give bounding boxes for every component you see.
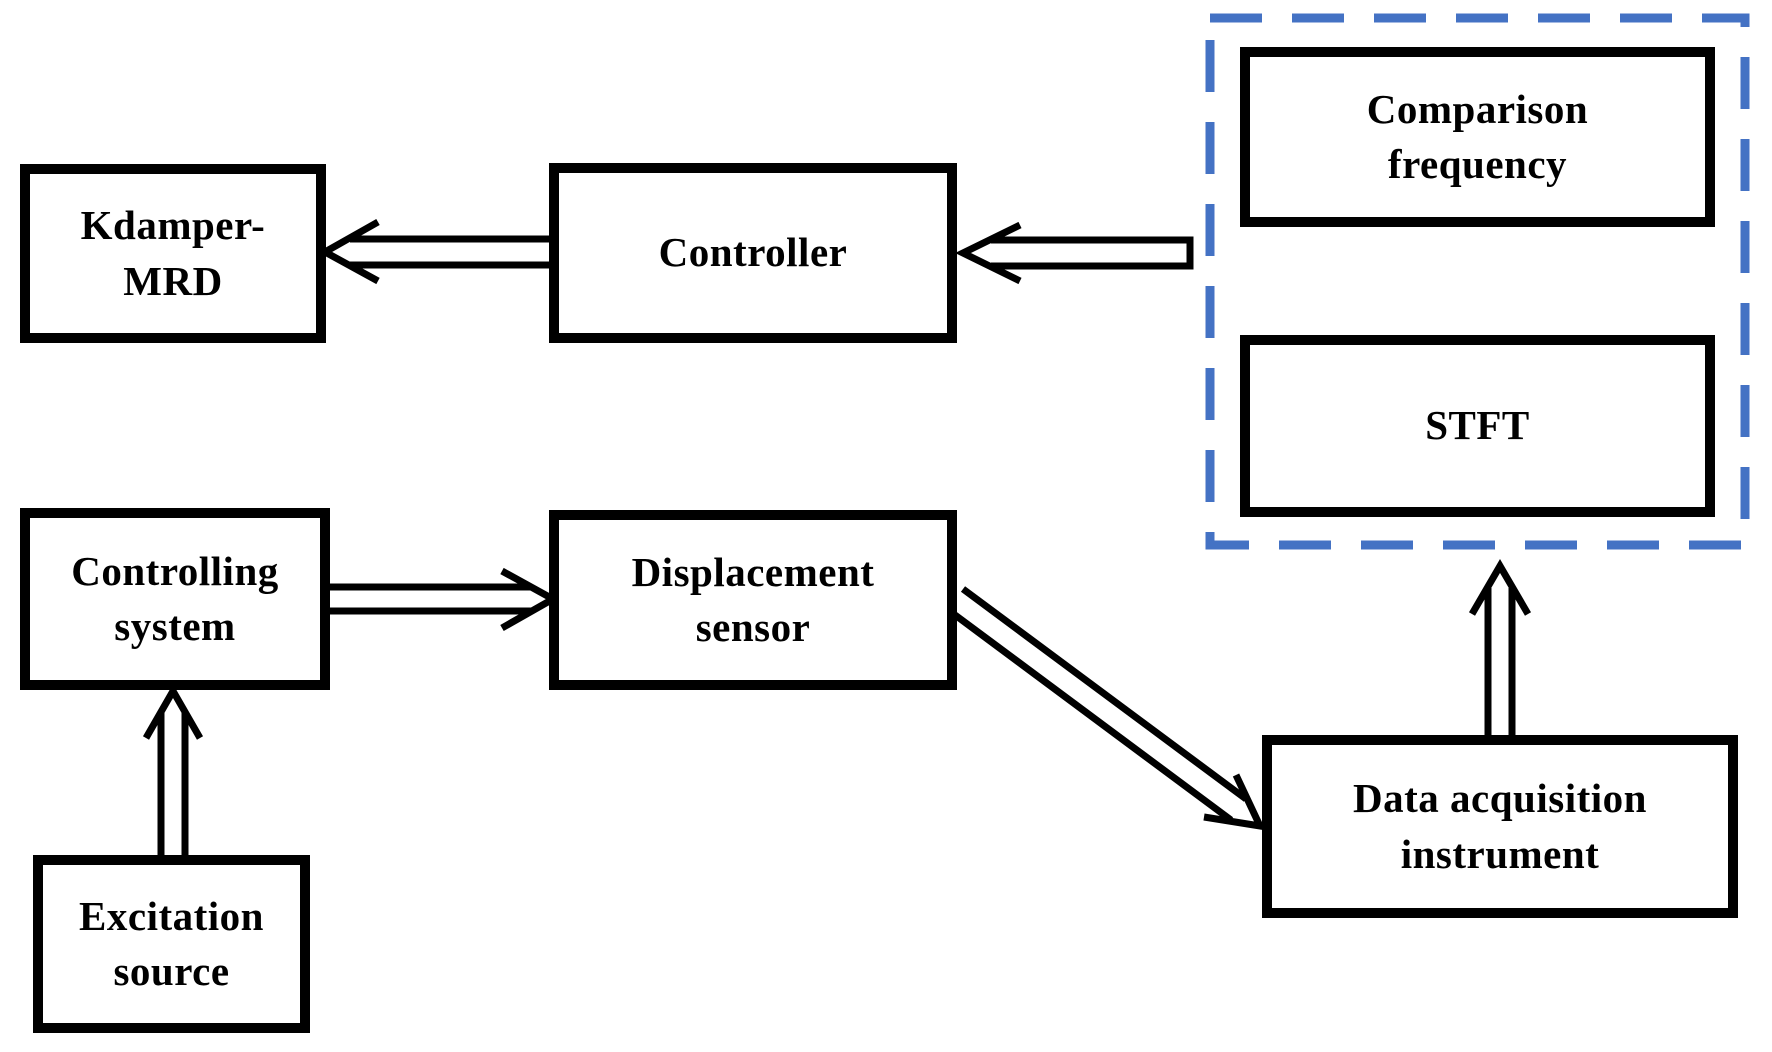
box-kdamper-mrd: Kdamper- MRD [20, 164, 326, 343]
box-stft-label: STFT [1425, 402, 1530, 449]
box-comparison-frequency: Comparison frequency [1240, 47, 1715, 227]
box-kdamper-mrd-label: Kdamper- MRD [80, 202, 266, 304]
arrow-controller-to-kdamper [317, 218, 549, 285]
box-excitation-source-label: Excitation source [79, 892, 264, 994]
box-data-acquisition-label: Data acquisition instrument [1353, 775, 1647, 877]
box-stft: STFT [1240, 335, 1715, 517]
box-comparison-frequency-label: Comparison frequency [1366, 85, 1589, 187]
box-data-acquisition: Data acquisition instrument [1262, 735, 1738, 918]
arrow-analysis-group-to-controller [955, 221, 1194, 285]
box-excitation-source: Excitation source [33, 855, 310, 1033]
box-controller-label: Controller [658, 229, 848, 276]
box-controller: Controller [549, 163, 957, 343]
arrow-displacement-to-dataacq [944, 586, 1266, 831]
arrow-dataacq-to-analysis-group [1468, 559, 1532, 737]
box-controlling-system: Controlling system [20, 508, 330, 690]
box-displacement-sensor: Displacement sensor [549, 510, 957, 690]
box-displacement-sensor-label: Displacement sensor [631, 548, 875, 650]
box-controlling-system-label: Controlling system [71, 547, 279, 649]
arrow-controlling-to-displacement [330, 567, 561, 632]
analysis-group-outline [1205, 13, 1750, 550]
arrow-excitation-to-controlling [142, 683, 204, 855]
